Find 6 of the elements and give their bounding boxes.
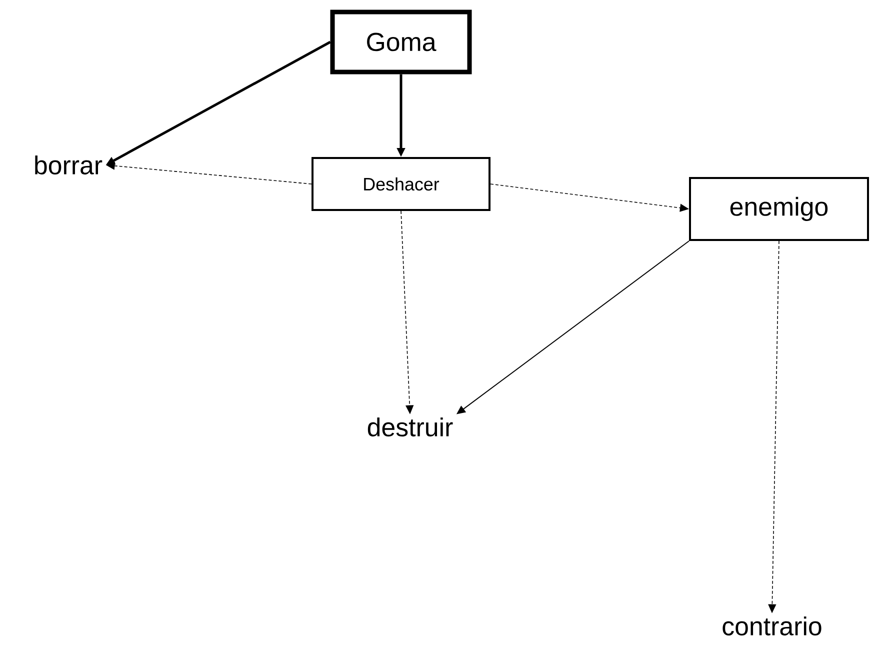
word-box: Goma [330, 10, 472, 74]
word-label: borrar [35, 155, 102, 174]
word-label: contrario [722, 616, 822, 636]
word-box: Deshacer [312, 156, 490, 211]
word-label: destruir [368, 417, 453, 436]
word-box: enemigo [689, 176, 869, 241]
